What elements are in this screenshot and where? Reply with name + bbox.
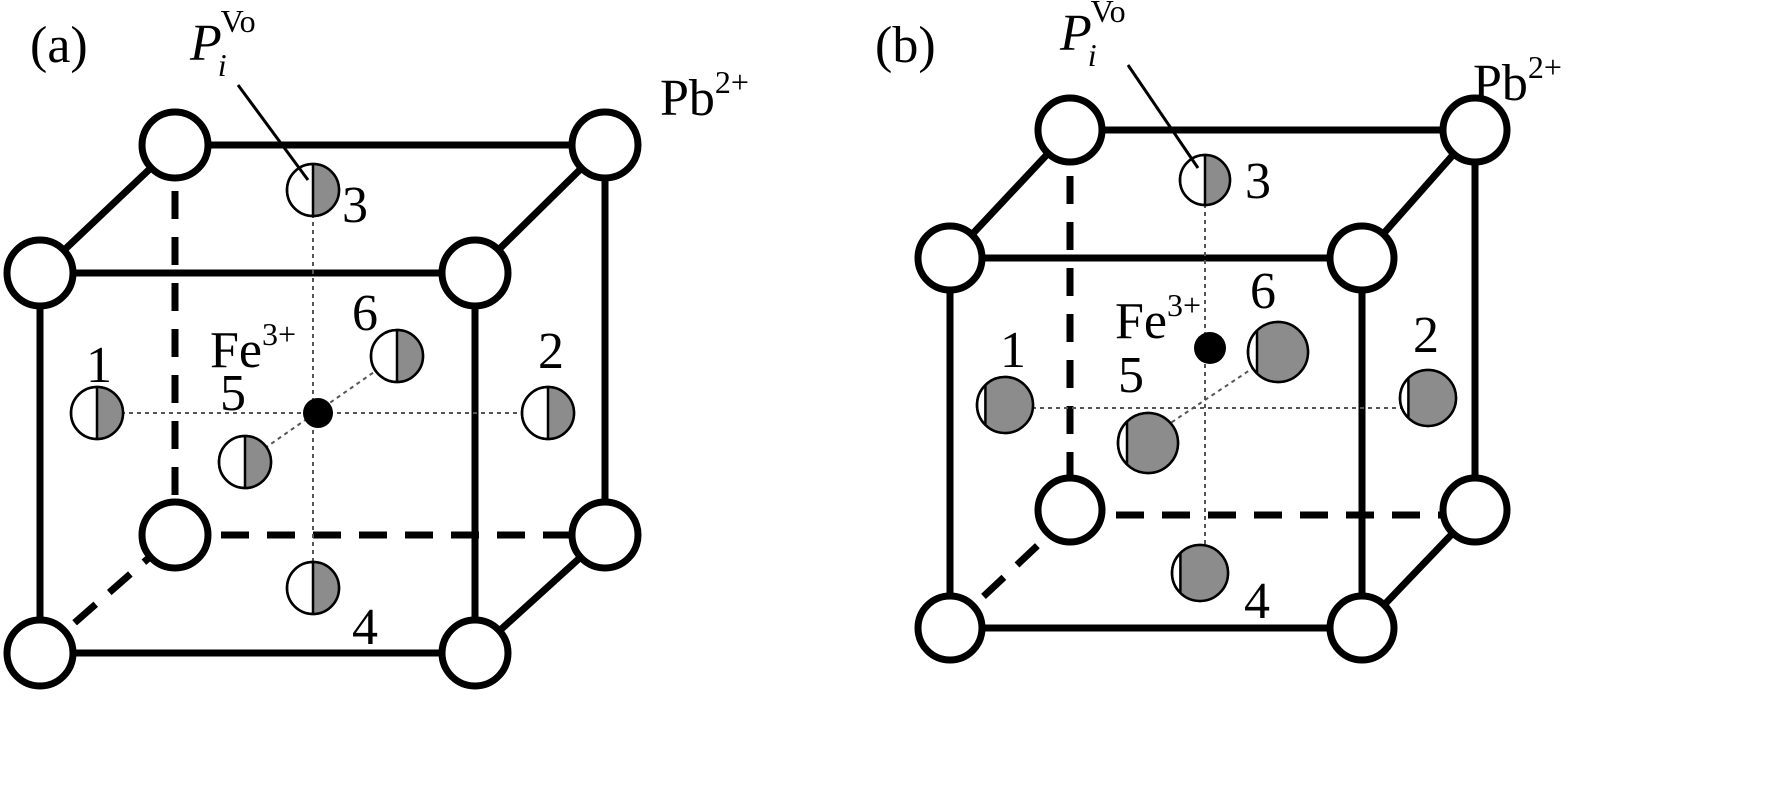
- oxygen-outline: [975, 375, 1035, 435]
- site-number-6: 6: [352, 285, 378, 342]
- oxygen-outline: [1246, 320, 1310, 384]
- panel-label: (b): [875, 17, 936, 74]
- oxygen-fill: [97, 387, 123, 439]
- pb-atom: [138, 498, 212, 572]
- oxygen-site-3: [1178, 153, 1232, 207]
- pb-atom: [138, 108, 212, 182]
- site-number-4: 4: [352, 599, 378, 656]
- oxygen-fill: [397, 330, 423, 382]
- defect-leader-line: [236, 84, 310, 181]
- site-number-2: 2: [538, 323, 564, 380]
- oxygen-outline: [1170, 543, 1230, 603]
- oxygen-site-6: [1246, 320, 1310, 384]
- oxygen-site-2: [520, 385, 576, 441]
- oxygen-site-5: [1116, 411, 1180, 475]
- pb-atom: [3, 616, 77, 690]
- oxygen-site-1: [975, 375, 1035, 435]
- defect-label: PiVo: [189, 3, 256, 83]
- oxygen-site-6: [369, 328, 425, 384]
- pb-atom: [1034, 94, 1106, 166]
- panel-label: (a): [30, 17, 88, 74]
- pb-atom: [1439, 94, 1511, 166]
- oxygen-fill: [548, 387, 574, 439]
- pb-atom: [1439, 474, 1511, 546]
- site-number-5: 5: [220, 365, 246, 422]
- oxygen-site-2: [1398, 368, 1458, 428]
- oxygen-outline: [69, 385, 125, 441]
- pb-atom: [3, 236, 77, 310]
- pb-atom: [1034, 474, 1106, 546]
- site-number-2: 2: [1413, 307, 1439, 364]
- pb-atom: [1326, 592, 1398, 664]
- oxygen-site-5: [217, 434, 273, 490]
- site-number-4: 4: [1244, 573, 1270, 630]
- oxygen-fill: [1205, 155, 1230, 205]
- oxygen-fill: [1257, 321, 1309, 382]
- pb-label: Pb2+: [660, 64, 749, 127]
- pb-atom: [914, 592, 986, 664]
- pb-label: Pb2+: [1473, 49, 1562, 112]
- pb-atom: [914, 222, 986, 294]
- oxygen-site-1: [69, 385, 125, 441]
- site-number-6: 6: [1250, 263, 1276, 320]
- fe-atom: [303, 398, 333, 428]
- oxygen-outline: [1116, 411, 1180, 475]
- fe-label: Fe3+: [1115, 287, 1201, 350]
- site-number-3: 3: [1245, 153, 1271, 210]
- fe-label: Fe3+: [210, 316, 296, 379]
- oxygen-site-3: [285, 162, 341, 218]
- oxygen-fill: [313, 164, 339, 216]
- oxygen-fill: [313, 562, 339, 614]
- pb-atom: [1326, 222, 1398, 294]
- pb-atom: [568, 108, 642, 182]
- defect-label: PiVo: [1059, 0, 1126, 73]
- pb-atom: [438, 616, 512, 690]
- oxygen-outline: [1398, 368, 1458, 428]
- panel-a: (a) Pb2+ Fe3+ PiVo 1 2 3 4 5 6: [3, 3, 749, 690]
- site-number-3: 3: [342, 177, 368, 234]
- oxygen-sites: [69, 162, 576, 616]
- oxygen-outline: [285, 560, 341, 616]
- site-number-5: 5: [1118, 347, 1144, 404]
- fe-atom: [1194, 332, 1226, 364]
- oxygen-fill: [1127, 413, 1179, 473]
- oxygen-outline: [369, 328, 425, 384]
- panel-b: (b) Pb2+ Fe3+ PiVo 1 2 3 4 5 6: [875, 0, 1562, 664]
- site-number-1: 1: [1000, 322, 1026, 379]
- pb-atom: [568, 498, 642, 572]
- defect-leader-line: [1126, 64, 1200, 169]
- oxygen-outline: [520, 385, 576, 441]
- oxygen-fill: [1408, 370, 1457, 427]
- oxygen-fill: [1180, 545, 1229, 602]
- site-number-1: 1: [86, 337, 112, 394]
- oxygen-outline: [285, 162, 341, 218]
- oxygen-site-4: [1170, 543, 1230, 603]
- pb-atom: [438, 236, 512, 310]
- oxygen-outline: [217, 434, 273, 490]
- axis-line: [244, 355, 398, 463]
- oxygen-fill: [985, 377, 1034, 434]
- oxygen-sites: [975, 153, 1458, 603]
- oxygen-site-4: [285, 560, 341, 616]
- oxygen-outline: [1178, 153, 1232, 207]
- oxygen-fill: [245, 436, 271, 488]
